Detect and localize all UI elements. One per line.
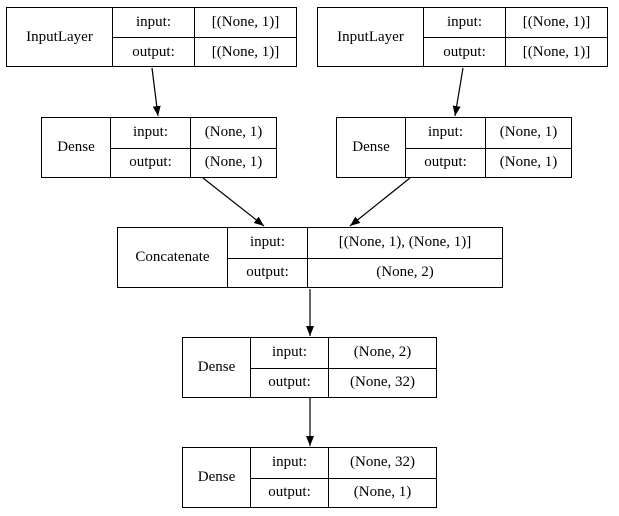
layer-type-label: Dense: [42, 118, 111, 177]
input-key-label: input:: [251, 338, 329, 368]
input-key-label: input:: [111, 118, 191, 148]
layer-type-label: InputLayer: [7, 8, 113, 66]
output-key-label: output:: [111, 147, 191, 177]
layer-node-dense-1: Dense input: (None, 1) output: (None, 1): [41, 117, 277, 178]
output-shape-value: [(None, 1)]: [506, 37, 607, 66]
output-shape-value: [(None, 1)]: [195, 37, 296, 66]
output-key-label: output:: [424, 37, 506, 66]
input-shape-value: (None, 1): [499, 124, 558, 141]
input-shape-value: [(None, 1)]: [211, 14, 280, 30]
output-shape-value: (None, 1): [486, 147, 571, 178]
input-key-label: input:: [424, 8, 506, 37]
output-key-label: output:: [406, 147, 486, 177]
input-shape-value: [(None, 1)]: [522, 14, 591, 30]
output-key-label: output:: [228, 257, 308, 287]
input-key-label: input:: [251, 448, 329, 478]
layer-type-label: Dense: [337, 118, 406, 177]
layer-node-inputlayer-2: InputLayer input: [(None, 1)] output: [(…: [317, 7, 608, 67]
layer-type-label: InputLayer: [318, 8, 424, 66]
input-key-label: input:: [113, 8, 195, 37]
layer-node-concatenate: Concatenate input: [(None, 1), (None, 1)…: [117, 227, 503, 288]
input-key-label: input:: [228, 228, 308, 258]
layer-node-inputlayer-1: InputLayer input: [(None, 1)] output: [(…: [6, 7, 297, 67]
layer-type-label: Concatenate: [118, 228, 228, 287]
layer-node-dense-4: Dense input: (None, 32) output: (None, 1…: [182, 447, 437, 508]
layer-type-label: Dense: [183, 338, 251, 397]
edge-dense2-concatenate: [349, 177, 411, 227]
edge-input2-dense2: [452, 67, 464, 117]
input-key-label: input:: [406, 118, 486, 148]
edge-input1-dense1: [151, 67, 161, 117]
input-shape-value: (None, 2): [353, 344, 412, 361]
output-key-label: output:: [251, 477, 329, 507]
edge-dense1-concatenate: [202, 177, 265, 227]
layer-node-dense-3: Dense input: (None, 2) output: (None, 32…: [182, 337, 437, 398]
input-shape-value: (None, 32): [350, 454, 415, 471]
output-shape-value: (None, 1): [329, 477, 436, 508]
input-shape-value: [(None, 1), (None, 1)]: [338, 234, 472, 251]
input-shape-value: (None, 1): [204, 124, 263, 141]
output-key-label: output:: [251, 367, 329, 397]
output-shape-value: (None, 2): [308, 257, 502, 288]
output-shape-value: (None, 1): [191, 147, 276, 178]
output-shape-value: (None, 32): [329, 367, 436, 398]
layer-type-label: Dense: [183, 448, 251, 507]
output-key-label: output:: [113, 37, 195, 66]
layer-node-dense-2: Dense input: (None, 1) output: (None, 1): [336, 117, 572, 178]
